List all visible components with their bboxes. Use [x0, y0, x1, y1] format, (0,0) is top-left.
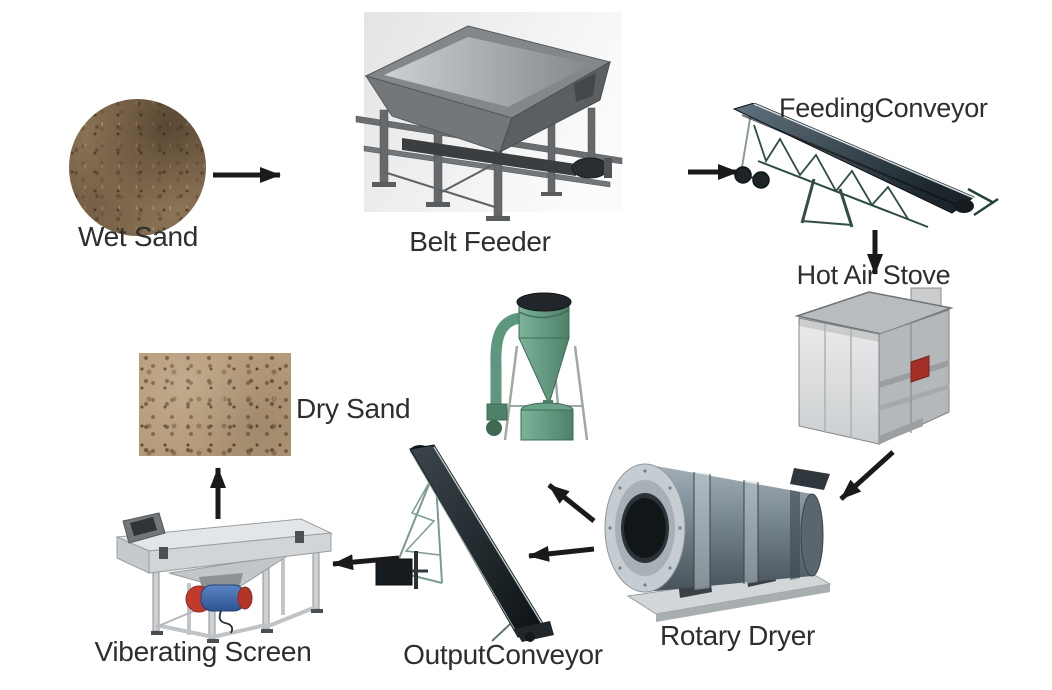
dry-sand-label: Dry Sand: [296, 393, 411, 424]
wet-sand-image: [69, 99, 206, 236]
belt-feeder-label: Belt Feeder: [409, 226, 551, 257]
feeding-conveyor-image: [732, 103, 999, 228]
belt-feeder-image: [355, 12, 623, 221]
dry-sand-image: [139, 353, 291, 456]
hot-air-stove-image: [794, 287, 954, 445]
rotary-dryer-label: Rotary Dryer: [659, 620, 816, 651]
output-conveyor-label: OutputConveyor: [403, 639, 603, 670]
feeding-conveyor-label: FeedingConveyor: [779, 93, 988, 123]
output-conveyor-image: [375, 444, 554, 642]
vibrating-screen-label: Viberating Screen: [94, 636, 312, 667]
vibrating-screen-image: [115, 512, 333, 643]
hot-air-stove-label: Hot Air Stove: [796, 260, 951, 290]
wet-sand-label: Wet Sand: [77, 221, 199, 252]
flow-arrow-hot-air-stove-to-rotary-dryer: [839, 450, 895, 501]
cyclone-dust-collector-image: [486, 292, 589, 441]
rotary-dryer-image: [604, 463, 832, 622]
